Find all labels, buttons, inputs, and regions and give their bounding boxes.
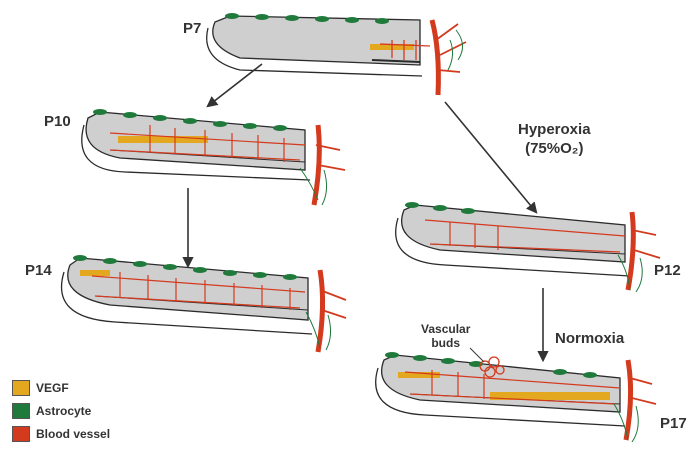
- legend-item-vegf: VEGF: [12, 378, 110, 398]
- retina-p7: [207, 13, 466, 95]
- label-normoxia: Normoxia: [555, 330, 624, 347]
- vascular-buds-pointer: [470, 348, 484, 362]
- vegf-region-p14: [80, 270, 110, 276]
- legend-swatch-blood-vessel: [12, 426, 30, 442]
- label-vascular-buds: Vascular buds: [421, 322, 470, 350]
- vascular-buds-line1: Vascular: [421, 322, 470, 336]
- label-p7: P7: [183, 20, 201, 37]
- arrow-p7-to-p10: [208, 64, 262, 106]
- legend: VEGF Astrocyte Blood vessel: [12, 378, 110, 447]
- vascular-buds-line2: buds: [421, 336, 470, 350]
- label-p17: P17: [660, 415, 687, 432]
- legend-label-vegf: VEGF: [36, 381, 69, 395]
- retina-p10: [82, 109, 345, 205]
- legend-label-astrocyte: Astrocyte: [36, 404, 91, 418]
- optic-nerve-vessel-p14: [306, 270, 346, 352]
- label-p12: P12: [654, 262, 681, 279]
- optic-nerve-vessel-p7: [432, 20, 466, 95]
- hyperoxia-line1: Hyperoxia: [518, 120, 591, 139]
- legend-swatch-vegf: [12, 380, 30, 396]
- optic-nerve-vessel-p10: [300, 125, 345, 205]
- hyperoxia-line2: (75%O₂): [518, 139, 591, 158]
- label-p14: P14: [25, 262, 52, 279]
- label-p10: P10: [44, 113, 71, 130]
- legend-item-astrocyte: Astrocyte: [12, 401, 110, 421]
- retina-p12: [396, 202, 660, 292]
- legend-item-blood-vessel: Blood vessel: [12, 424, 110, 444]
- retina-p14: [62, 255, 346, 352]
- label-hyperoxia: Hyperoxia (75%O₂): [518, 120, 591, 158]
- vegf-region-p10: [118, 136, 208, 143]
- legend-label-blood-vessel: Blood vessel: [36, 427, 110, 441]
- legend-swatch-astrocyte: [12, 403, 30, 419]
- retina-p17: [376, 352, 656, 442]
